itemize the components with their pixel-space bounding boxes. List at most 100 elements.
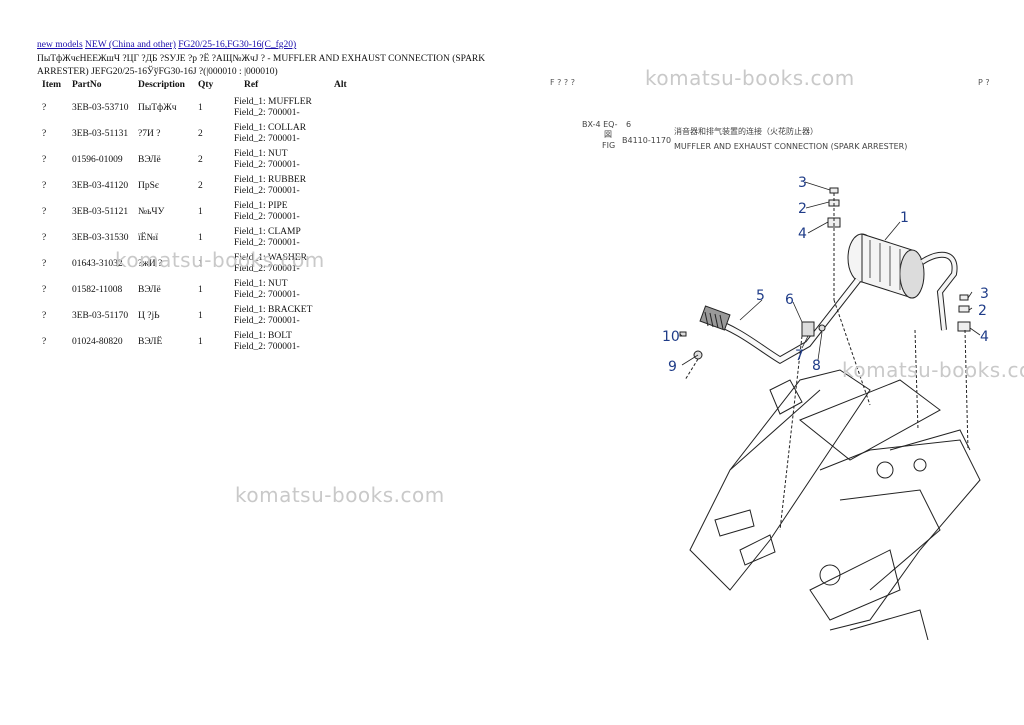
row-qty: 2 [198,180,203,191]
hardware-stack-top [827,187,841,300]
row-partno: 01024-80820 [72,336,123,347]
corner-mark-right: P ? [978,78,990,87]
row-item: ? [42,336,47,347]
header-item: Item [42,80,61,90]
row-partno: 3EB-03-51121 [72,206,129,217]
table-header-row: Item PartNo Description Qty Ref Alt [36,79,364,95]
breadcrumb-link-new-models[interactable]: new models [37,40,83,50]
callout-6: 6 [785,292,794,308]
row-item: ? [42,154,47,165]
row-alt [334,225,364,251]
row-ref-field1: Field_1: MUFFLER [234,97,312,107]
header-ref: Ref [244,80,259,90]
leader-lines [679,181,981,366]
row-partno: 01596-01009 [72,154,123,165]
row-partno: 01643-31032 [72,258,123,269]
row-ref-field1: Field_1: RUBBER [234,175,307,185]
row-ref-field2: Field_2: 700001- [234,108,300,118]
watermark: komatsu-books.com [645,66,855,90]
header-partno: PartNo [72,80,102,90]
row-partno: 3EB-03-53710 [72,102,129,113]
diagram-code-4: B4110-1170 [622,136,671,145]
callout-1: 1 [900,210,909,226]
row-partno: 01582-11008 [72,284,123,295]
callout-2: 2 [978,303,987,319]
chassis-frame [684,299,981,640]
row-alt [334,199,364,225]
row-qty: 1 [198,336,203,347]
row-qty: 2 [198,128,203,139]
row-alt [334,147,364,173]
row-ref-field1: Field_1: BOLT [234,331,292,341]
callout-3-top: 3 [798,175,807,191]
row-item: ? [42,284,47,295]
callout-2-top: 2 [798,201,807,217]
header-alt: Alt [334,80,347,90]
row-item: ? [42,206,47,217]
breadcrumb-link-model[interactable]: FG20/25-16,FG30-16(C_fg20) [178,40,297,50]
breadcrumb-link-new-china[interactable]: NEW (China and other) [85,40,176,50]
row-item: ? [42,180,47,191]
row-description: їЁ№ї [138,232,159,243]
watermark: komatsu-books.com [842,358,1024,382]
row-item: ? [42,258,47,269]
row-ref-field2: Field_2: 700001- [234,264,300,274]
row-ref-field2: Field_2: 700001- [234,134,300,144]
callout-10: 10 [662,329,680,345]
row-ref-field1: Field_1: BRACKET [234,305,313,315]
callout-3: 3 [980,286,989,302]
diagram-title-cn: 消音器和排气装置的连接（火花防止器） [674,126,818,136]
row-ref-field1: Field_1: COLLAR [234,123,307,133]
row-ref-field2: Field_2: 700001- [234,160,300,170]
row-ref-field1: Field_1: CLAMP [234,227,301,237]
callout-7: 7 [795,348,804,364]
row-alt [334,121,364,147]
row-qty: 1 [198,258,203,269]
row-description: ВЭЛЁ [138,336,163,347]
row-qty: 1 [198,206,203,217]
row-partno: 3EB-03-51170 [72,310,129,321]
row-item: ? [42,128,47,139]
row-description: ?жИ ? [138,258,163,269]
header-description: Description [138,80,185,90]
corner-mark-left: F ? ? ? [550,78,575,87]
row-ref-field1: Field_1: PIPE [234,201,288,211]
row-description: Ц ?јЬ [138,310,160,321]
row-alt [334,95,364,121]
callout-5: 5 [756,288,765,304]
row-ref-field2: Field_2: 700001- [234,316,300,326]
exploded-parts-diagram: BX-4 EQ- 6 図 FIG B4110-1170 消音器和排气装置的连接（… [582,120,989,640]
row-ref-field2: Field_2: 700001- [234,212,300,222]
diagram-code-1b: 6 [626,120,631,129]
row-description: ПыТфЖч [138,102,177,113]
row-qty: 1 [198,102,203,113]
row-description: ?7И ? [138,128,161,139]
row-ref-field2: Field_2: 700001- [234,238,300,248]
hardware-stack-right [957,294,971,332]
callout-8: 8 [812,358,821,374]
row-qty: 1 [198,232,203,243]
row-partno: 3EB-03-51131 [72,128,129,139]
row-alt [334,173,364,199]
watermark: komatsu-books.com [115,248,325,272]
row-description: ПрЅє [138,180,159,191]
callout-4-top: 4 [798,226,807,242]
row-alt [334,303,364,329]
row-item: ? [42,232,47,243]
